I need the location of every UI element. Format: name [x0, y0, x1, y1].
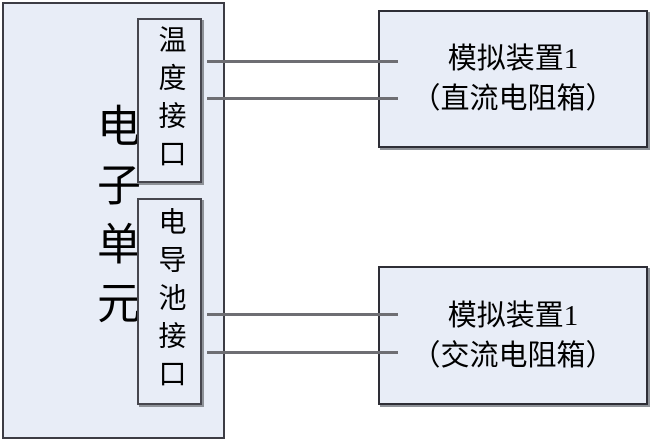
- device-dc-box: 模拟装置1 （直流电阻箱）: [378, 10, 648, 148]
- connector-wire-cond-ac-2: [207, 351, 398, 354]
- temperature-port-label: 温度接口: [154, 24, 186, 177]
- conductivity-port-box: 电导池接口: [137, 198, 202, 405]
- conductivity-port-label: 电导池接口: [154, 206, 186, 397]
- connector-wire-temp-dc-1: [207, 60, 398, 63]
- temperature-port-box: 温度接口: [137, 18, 202, 183]
- electronic-unit-label-wrap: 电子单元: [86, 2, 142, 439]
- connector-wire-temp-dc-2: [207, 97, 398, 100]
- device-ac-box: 模拟装置1 （交流电阻箱）: [378, 266, 648, 405]
- connector-wire-cond-ac-1: [207, 313, 398, 316]
- device-ac-subtitle: （交流电阻箱）: [411, 339, 615, 372]
- electronic-unit-label: 电子单元: [90, 102, 139, 339]
- device-dc-title: 模拟装置1: [447, 43, 579, 75]
- device-ac-title: 模拟装置1: [447, 299, 579, 332]
- device-dc-subtitle: （直流电阻箱）: [411, 83, 615, 115]
